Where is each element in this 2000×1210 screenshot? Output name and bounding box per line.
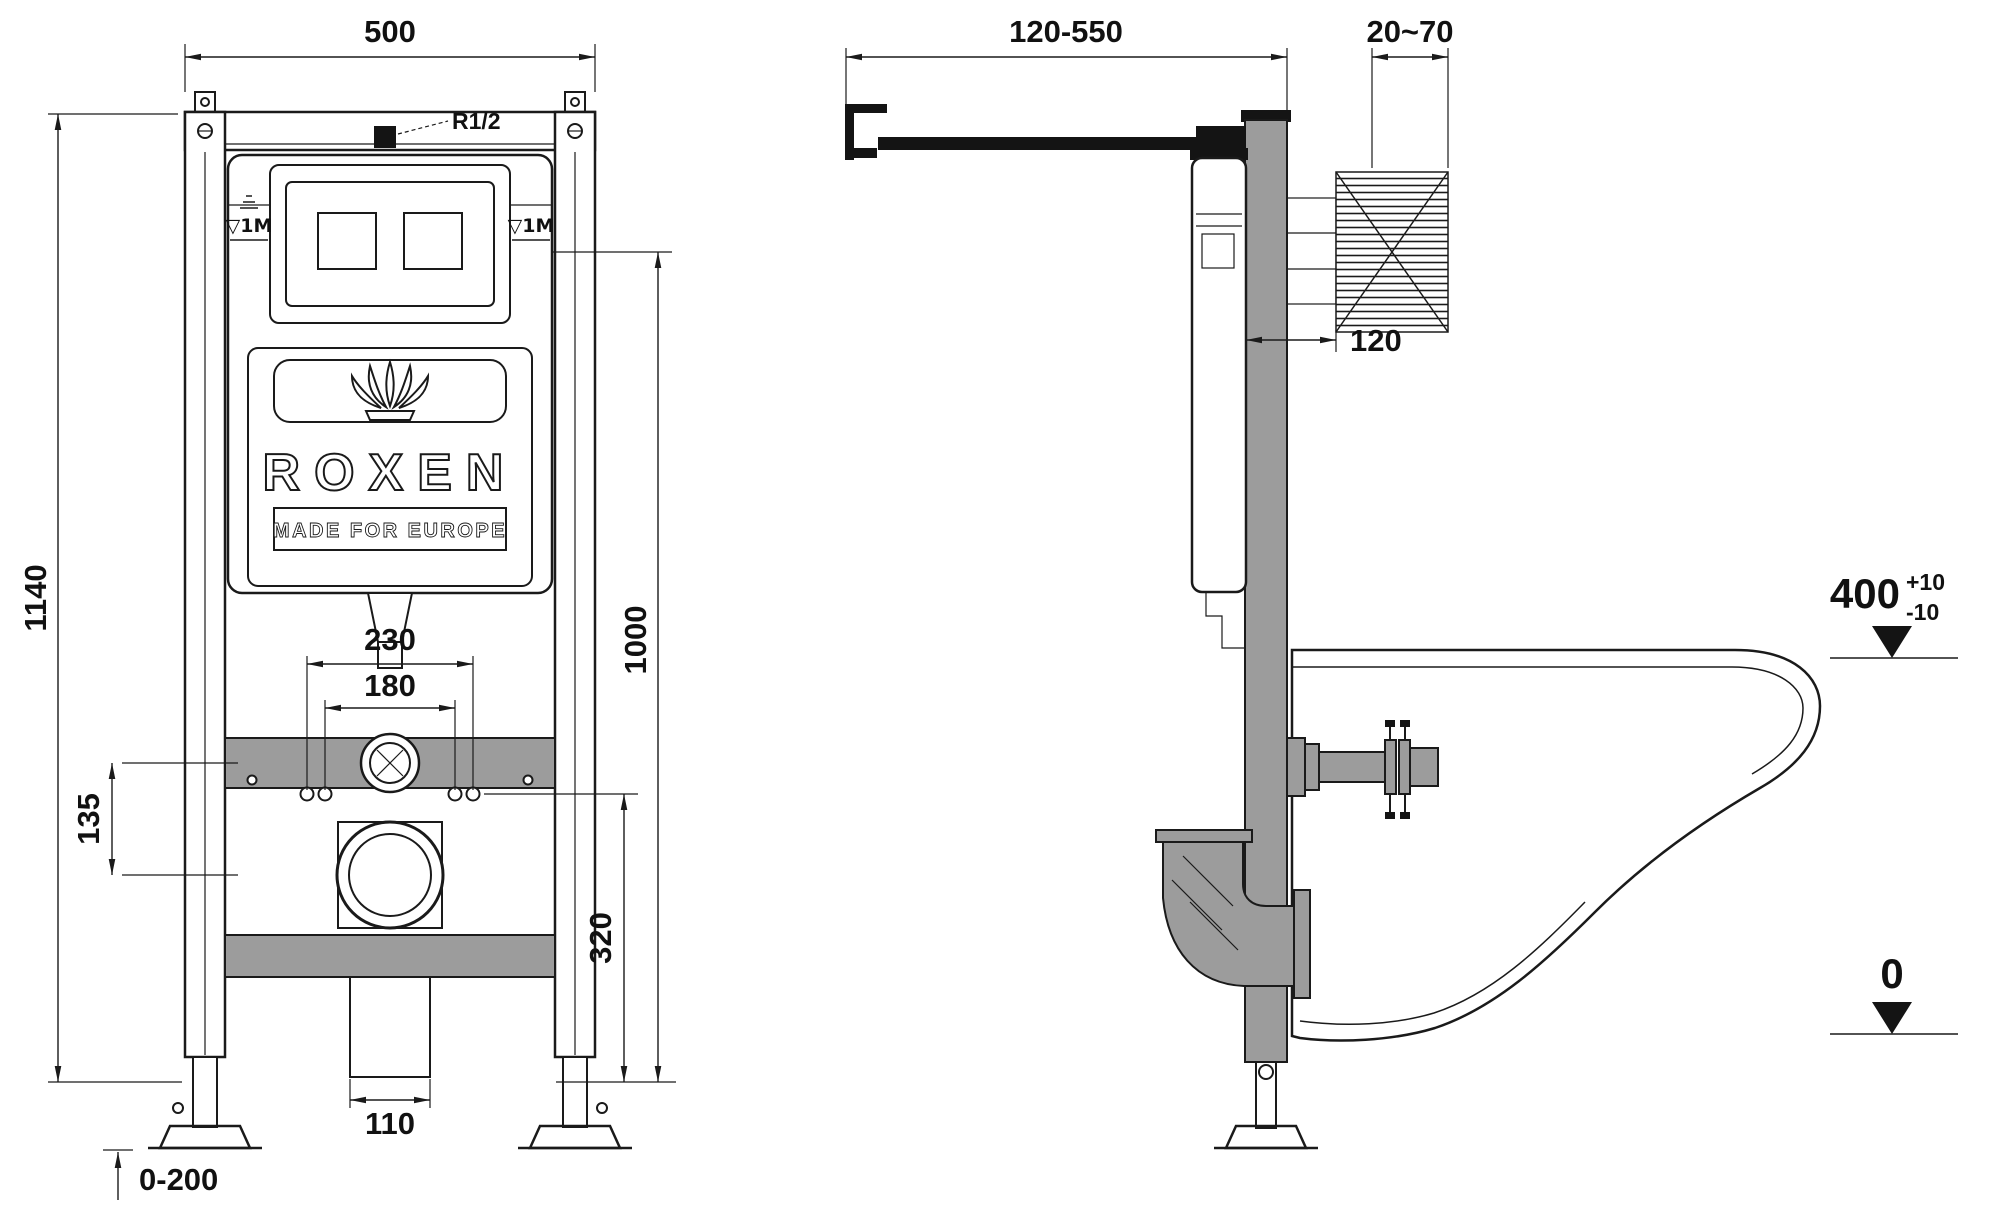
dim-offset-label: 135 [71, 793, 106, 845]
dim-frame-depth: 120 [1246, 323, 1402, 358]
water-level-marks: ▽1M ▽1M [226, 195, 555, 241]
dim-flush-height-label: 1000 [618, 606, 653, 675]
seat-height-marker: 400 +10 -10 [1830, 569, 1958, 659]
dim-outlet-width-label: 110 [365, 1106, 415, 1141]
flush-button-small [317, 212, 377, 270]
water-level-left-label: ▽1M [226, 215, 273, 237]
bracket-clamp [1196, 126, 1246, 156]
elbow-inlet-rim [1155, 829, 1253, 843]
tagline-box [273, 507, 507, 551]
flush-plate [269, 164, 511, 324]
front-view: R1/2 ▽1M ▽1M ROXEN M [18, 14, 676, 1200]
bottom-bar [224, 934, 556, 978]
dim-frame-height-label: 1140 [18, 564, 53, 631]
leg-left [192, 1056, 218, 1128]
flush-button-large [403, 212, 463, 270]
water-level-right-label: ▽1M [508, 215, 555, 237]
dim-foot-range-label: 0-200 [139, 1162, 218, 1197]
brand-panel: ROXEN MADE FOR EUROPE [247, 347, 533, 587]
brand-tagline: MADE FOR EUROPE [273, 520, 507, 542]
elbow-body [1162, 841, 1295, 987]
dim-bracket-range: 120-550 [845, 14, 1288, 122]
dim-frame-depth-label: 120 [1350, 323, 1402, 358]
inlet-leader-line [397, 120, 449, 135]
outlet-duct [349, 976, 431, 1078]
inlet-port [374, 126, 396, 148]
seat-height-label: 400 [1830, 570, 1900, 617]
foot-right [528, 1124, 622, 1150]
dim-drain-height: 320 [484, 793, 638, 1082]
seat-tolerance-minus-label: -10 [1906, 599, 1939, 625]
crown-box [273, 359, 507, 423]
leg-right [562, 1056, 588, 1128]
dim-flush-height: 1000 [552, 251, 676, 1083]
foot-left [158, 1124, 252, 1150]
dim-frame-width: 500 [184, 14, 596, 92]
dim-fixing-outer: 230 [306, 622, 474, 790]
dim-bracket-range-label: 120-550 [1009, 14, 1123, 49]
side-leg [1214, 1061, 1318, 1150]
dim-frame-width-label: 500 [364, 14, 416, 49]
side-foot [1224, 1124, 1308, 1150]
dim-offset: 135 [71, 762, 238, 876]
toilet-bowl [1290, 648, 1822, 1042]
dim-wall-finish-label: 20~70 [1366, 14, 1453, 49]
crown-logo-icon [350, 358, 430, 421]
frame-legs [148, 1056, 632, 1150]
brand-name: ROXEN [263, 444, 518, 502]
dim-outlet-width: 110 [349, 1079, 431, 1141]
dim-drain-height-label: 320 [583, 912, 618, 964]
drain-socket [335, 820, 445, 930]
pipe-body [1318, 751, 1386, 783]
bottom-assembly [224, 934, 556, 1078]
inlet-thread-label: R1/2 [452, 108, 501, 134]
cistern-profile [1190, 156, 1248, 594]
drain-elbow [1155, 829, 1311, 999]
fixing-plate [224, 732, 556, 802]
water-inlet: R1/2 [374, 108, 501, 148]
dim-fixing-inner-label: 180 [364, 668, 416, 703]
access-sleeve [1286, 171, 1449, 333]
dim-wall-finish: 20~70 [1366, 14, 1454, 168]
seat-tolerance-plus-label: +10 [1906, 569, 1945, 595]
level-triangle-icon [1872, 1002, 1912, 1034]
wall-bracket [845, 104, 1246, 160]
flush-bend [366, 592, 414, 669]
bowl-outline [1290, 648, 1822, 1042]
dim-fixing-outer-label: 230 [364, 622, 416, 657]
level-triangle-icon [1872, 626, 1912, 658]
floor-level-marker: 0 [1830, 950, 1958, 1035]
dim-frame-height: 1140 [18, 113, 182, 1083]
dim-foot-range: 0-200 [103, 1149, 218, 1200]
floor-level-label: 0 [1880, 950, 1903, 997]
flush-pipe-connection [1286, 720, 1439, 819]
side-cistern [1190, 148, 1248, 649]
bracket-arm [878, 137, 1200, 150]
side-view: 120-550 20~70 [845, 14, 1958, 1150]
dim-fixing-inner: 180 [324, 668, 456, 790]
elbow-outlet-flange [1293, 889, 1311, 999]
